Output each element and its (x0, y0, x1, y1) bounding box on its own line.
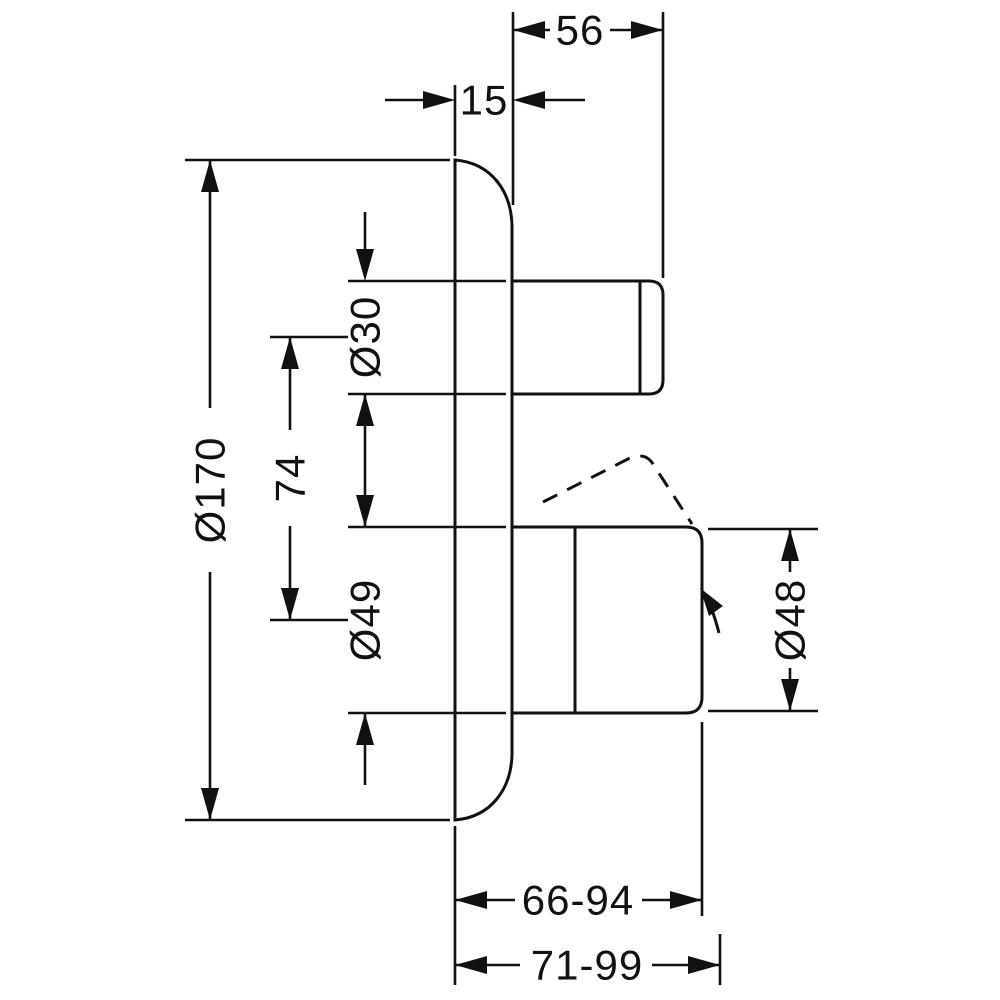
arrowhead-up-icon (201, 160, 219, 192)
lever-handle (512, 525, 704, 715)
arrowhead-down-icon (201, 788, 219, 820)
dim-label-d30: Ø30 (342, 296, 389, 378)
dimension-handle-base-diameter: Ø49 (342, 495, 506, 785)
knob-end-cap (640, 279, 665, 396)
arrowhead-down-icon (781, 679, 799, 711)
dim-label-74: 74 (267, 454, 314, 503)
arrowhead-left-icon (455, 956, 487, 974)
dimension-knob-diameter: Ø30 (342, 212, 506, 527)
dim-label-d48: Ø48 (767, 579, 814, 661)
arrowhead-down-icon (281, 588, 299, 620)
rotation-indicator (700, 588, 723, 634)
arrowhead-down-icon (356, 249, 374, 281)
arrowhead-left-icon (513, 21, 545, 39)
arrowhead-up-icon (781, 529, 799, 561)
diverter-knob (512, 279, 665, 396)
arrowhead-right-icon (423, 91, 455, 109)
dimension-plate-diameter: Ø170 (185, 158, 450, 822)
dim-label-56: 56 (556, 7, 605, 54)
raised-handle-dashed-outline (542, 454, 694, 525)
dimension-projection-71-99: 71-99 (455, 934, 722, 989)
arrowhead-right-icon (631, 21, 663, 39)
dimension-projection-66-94: 66-94 (453, 722, 704, 985)
dim-label-66-94: 66-94 (522, 877, 634, 924)
raised-handle-dash-path (542, 454, 694, 525)
dim-label-d170: Ø170 (187, 437, 234, 544)
arrowhead-up-icon (281, 337, 299, 369)
dim-label-71-99: 71-99 (531, 942, 643, 989)
arrowhead-right-icon (688, 956, 720, 974)
arrowhead-left-icon (513, 91, 545, 109)
dimension-handle-diameter: Ø48 (708, 527, 818, 713)
plate-outline (453, 158, 514, 822)
arrowhead-right-icon (670, 891, 702, 909)
dim-label-d49: Ø49 (342, 579, 389, 661)
dimension-plate-thickness: 15 (385, 77, 585, 156)
arrowhead-up-icon (356, 713, 374, 745)
arrowhead-down-icon (356, 495, 374, 527)
arrowhead-up-icon (356, 394, 374, 426)
arrowhead-left-icon (455, 891, 487, 909)
escutcheon-plate (453, 158, 514, 822)
handle-end-cap (685, 525, 704, 715)
dim-label-15: 15 (460, 77, 509, 124)
dimension-axis-distance: 74 (267, 335, 348, 622)
rotation-arrowhead-icon (700, 588, 723, 616)
dimension-knob-projection: 56 (511, 7, 665, 278)
